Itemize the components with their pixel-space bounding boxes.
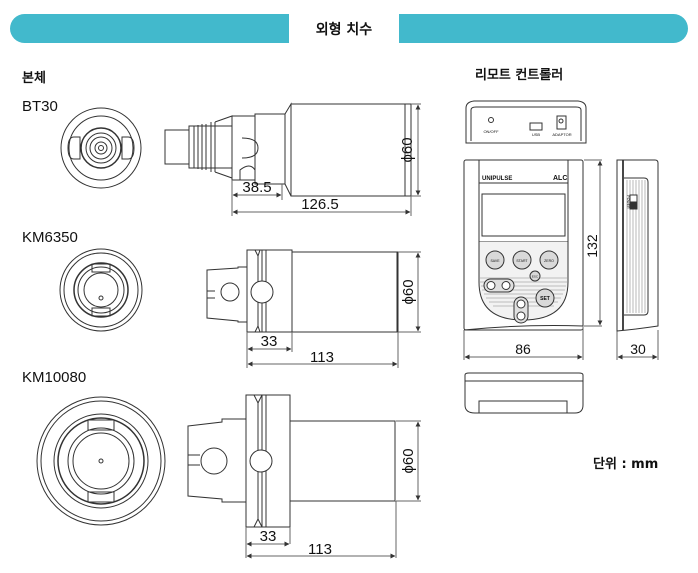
remote-dimensions (463, 159, 659, 360)
km6350-diameter: ϕ60 (400, 279, 417, 304)
km6350-dim-total: 113 (310, 349, 334, 366)
zero-button (539, 250, 559, 270)
remote-buttons (483, 250, 559, 324)
model-label: ALC (553, 175, 567, 182)
km10080-dim-total: 113 (308, 541, 332, 558)
model-label-km6350: KM6350 (22, 229, 78, 246)
start-label: START (516, 259, 528, 263)
start-button (512, 250, 532, 270)
km10080-dim-short: 33 (260, 528, 277, 545)
brand-label: UNIPULSE (482, 176, 512, 182)
remote-section-title: 리모트 컨트롤러 (475, 68, 564, 83)
model-label-km10080: KM10080 (22, 369, 87, 386)
remote-top-view (465, 100, 587, 144)
save-button (485, 250, 505, 270)
km6350-dim-short: 33 (261, 333, 278, 350)
remote-dim-height: 132 (584, 234, 600, 258)
remote-bottom-view (464, 372, 584, 414)
model-label-bt30: BT30 (22, 98, 58, 115)
header-title: 외형 치수 (289, 14, 399, 44)
remote-side-view (616, 159, 659, 332)
km10080-side-view (187, 394, 421, 559)
adaptor-port-label: ADAPTOR (552, 132, 571, 137)
power-switch-label: POWER (626, 195, 630, 209)
power-jack-label: ON/OFF (483, 129, 499, 134)
esc-button (529, 270, 541, 282)
bt30-diameter: ϕ60 (399, 137, 416, 162)
km6350-front-view (59, 248, 143, 332)
km6350-side-view (206, 249, 421, 368)
remote-dim-depth: 30 (630, 341, 646, 357)
km10080-diameter: ϕ60 (400, 448, 417, 473)
bt30-dim-short: 38.5 (242, 179, 271, 196)
bt30-front-view (60, 107, 142, 189)
km10080-front-view (36, 396, 166, 526)
zero-label: ZERO (544, 259, 554, 263)
body-section-title: 본체 (22, 71, 46, 86)
save-label: SAVE (490, 259, 500, 263)
set-button (535, 288, 555, 308)
set-label: SET (540, 296, 550, 302)
remote-dim-width: 86 (515, 341, 531, 357)
bt30-dim-total: 126.5 (301, 196, 339, 213)
esc-label: ESC (532, 275, 539, 279)
unit-note: 단위 : mm (593, 457, 659, 472)
bt30-side-view (164, 102, 421, 216)
usb-port-label: USB (532, 132, 541, 137)
